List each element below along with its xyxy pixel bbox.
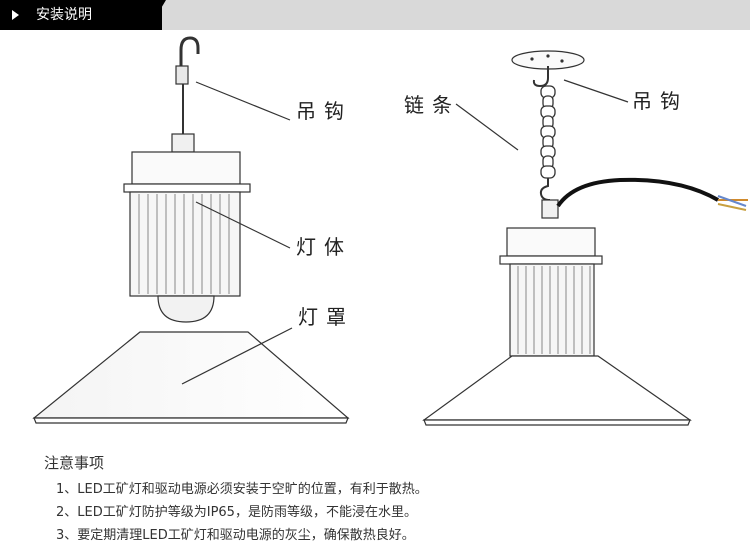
left-connector — [171, 133, 195, 153]
notes-item: 2、LED工矿灯防护等级为IP65，是防雨等级，不能浸在水里。 — [56, 505, 417, 520]
right-lamp — [422, 50, 692, 426]
left-heatsink — [129, 191, 241, 297]
label-left-hook: 吊钩 — [296, 99, 352, 123]
left-shade — [32, 331, 350, 419]
notes-title: 注意事项 — [44, 454, 105, 472]
left-lamp — [32, 36, 350, 424]
right-lower-hook — [539, 178, 551, 201]
play-arrow-icon — [12, 10, 19, 20]
wire-gold — [717, 203, 747, 211]
left-hook-sleeve — [175, 65, 189, 85]
notes-list: 1、LED工矿灯和驱动电源必须安装于空旷的位置，有利于散热。 2、LED工矿灯防… — [56, 478, 428, 547]
label-left-shade: 灯罩 — [298, 305, 354, 329]
right-shade-rim — [423, 419, 691, 426]
label-right-chain: 链条 — [404, 93, 460, 117]
right-rim — [499, 255, 603, 265]
power-cable — [556, 177, 748, 211]
left-hook — [179, 36, 200, 66]
label-right-hook: 吊钩 — [632, 89, 688, 113]
left-dome — [157, 295, 215, 323]
notes-item: 1、LED工矿灯和驱动电源必须安装于空旷的位置，有利于散热。 — [56, 482, 428, 497]
wire-blue — [717, 195, 747, 207]
header-diagonal-edge — [148, 0, 166, 30]
header-title: 安装说明 — [36, 7, 92, 23]
installation-diagram: 吊钩 灯体 灯罩 — [32, 36, 748, 426]
left-heatsink-fins — [138, 194, 230, 294]
left-shade-rim — [33, 417, 349, 424]
right-leaders — [455, 79, 629, 151]
right-heatsink — [509, 263, 595, 357]
section-header: 安装说明 — [0, 0, 750, 30]
ceiling-plate-screws — [530, 54, 564, 63]
header-bar-background — [150, 0, 750, 30]
right-top-hook — [532, 66, 549, 88]
label-left-body: 灯体 — [296, 235, 352, 259]
left-rim — [123, 183, 251, 193]
right-chain — [540, 85, 556, 179]
left-leaders — [181, 81, 293, 385]
right-heatsink-fins — [517, 266, 591, 354]
right-shade — [422, 355, 692, 421]
right-driver-box — [506, 227, 596, 257]
left-driver-box — [131, 151, 241, 185]
right-connector — [541, 199, 559, 219]
header-title-tab — [0, 0, 162, 30]
notes-item: 3、要定期清理LED工矿灯和驱动电源的灰尘，确保散热良好。 — [56, 528, 415, 543]
